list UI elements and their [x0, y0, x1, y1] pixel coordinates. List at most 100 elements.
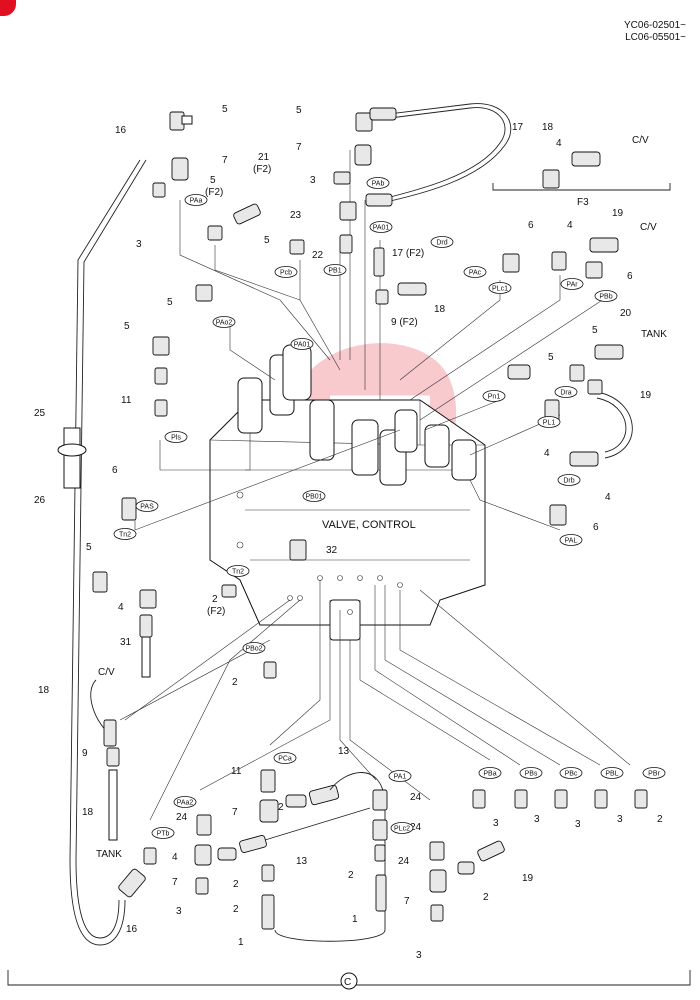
part-label: 2: [212, 594, 218, 605]
part-label: 24: [410, 822, 422, 833]
port-tag-code: Dra: [560, 390, 571, 397]
part-label: 21: [258, 152, 270, 163]
f2-tag: (F2): [253, 164, 271, 175]
part-label: 18: [38, 685, 50, 696]
part-label: 5: [124, 321, 130, 332]
port-tag-oval: [557, 474, 581, 486]
part-label: 4: [118, 602, 124, 613]
model-header: YC06-02501~ LC06-05501~: [624, 20, 686, 44]
part-label: 3: [493, 818, 499, 829]
port-tag-oval: [369, 221, 393, 233]
port-tag-code: PAc: [469, 270, 482, 277]
part-label: 32: [326, 545, 338, 556]
port-tag-oval: [390, 822, 414, 834]
part-label: 19: [640, 390, 652, 401]
part-label: 2: [232, 677, 238, 688]
port-tag-code: PBs: [525, 771, 538, 778]
part-label: 25: [34, 408, 46, 419]
port-tag-code: PLc1: [492, 286, 508, 293]
port-tag-code: PLc2: [394, 826, 410, 833]
port-tag-oval: [482, 390, 506, 402]
part-label: 16: [115, 125, 127, 136]
part-label: 7: [172, 877, 178, 888]
port-tag-code: PBr: [648, 771, 660, 778]
part-label: 20: [620, 308, 632, 319]
port-tag-oval: [430, 236, 454, 248]
port-tag-oval: [366, 177, 390, 189]
port-tag-code: PB01: [305, 494, 322, 501]
part-label: 3: [176, 906, 182, 917]
part-label: 3: [617, 814, 623, 825]
part-label: 2: [657, 814, 663, 825]
part-label: 3: [534, 814, 540, 825]
port-tag-code: Tn2: [119, 532, 131, 539]
port-tag-oval: [488, 282, 512, 294]
part-label: 5: [548, 352, 554, 363]
part-label: 1: [352, 914, 358, 925]
part-label: 3: [416, 950, 422, 961]
port-tag-code: PAL: [565, 538, 578, 545]
port-tag-oval: [274, 266, 298, 278]
part-label: 4: [556, 138, 562, 149]
part-label: 18: [434, 304, 446, 315]
part-label: 24: [398, 856, 410, 867]
part-label: 16: [126, 924, 138, 935]
part-label: 7: [296, 142, 302, 153]
port-tag-code: Pls: [171, 435, 181, 442]
part-label: 1: [238, 937, 244, 948]
part-label: 24: [176, 812, 188, 823]
part-label: 7: [232, 807, 238, 818]
part-label: 19: [522, 873, 534, 884]
part-label: 5: [592, 325, 598, 336]
part-label: 22: [312, 250, 324, 261]
fittings: [57, 107, 648, 942]
part-label: 18: [542, 122, 554, 133]
f3-label: F3: [577, 197, 589, 208]
port-tag-code: Tn2: [232, 569, 244, 576]
part-label: 3: [575, 819, 581, 830]
part-label: 5: [264, 235, 270, 246]
part-number-labels: 5 16 7 21 (F2) 5 (F2) 3 5 7 3 23 5 22 17…: [34, 104, 667, 961]
port-tag-code: PAo2: [216, 320, 233, 327]
part-label: 5: [210, 175, 216, 186]
part-label: 11: [231, 766, 242, 777]
hose-14: [69, 159, 141, 946]
part-label: 17 (F2): [392, 248, 424, 259]
port-tag-code: Pn1: [488, 394, 501, 401]
port-tag-oval: [478, 767, 502, 779]
part-label: 3: [310, 175, 316, 186]
port-tag-code: PAS: [140, 504, 154, 511]
port-tag-oval: [388, 770, 412, 782]
port-tag-code: PAr: [566, 282, 578, 289]
port-tag-code: PB1: [328, 268, 341, 275]
part-label: 6: [112, 465, 118, 476]
part-label: 13: [338, 746, 350, 757]
cv-label: C/V: [632, 135, 649, 146]
part-label: 2: [233, 879, 239, 890]
cv-label: C/V: [98, 667, 115, 678]
port-tag-oval: [302, 490, 326, 502]
part-label: 26: [34, 495, 46, 506]
port-tag-oval: [642, 767, 666, 779]
port-tag-oval: [537, 416, 561, 428]
part-label: 5: [86, 542, 92, 553]
port-tag-oval: [323, 264, 347, 276]
part-label: 7: [222, 155, 228, 166]
port-tag-oval: [273, 752, 297, 764]
part-label: 9 (F2): [391, 317, 418, 328]
hose-15: [371, 103, 512, 206]
hose-17: [596, 391, 633, 459]
model-line-1: YC06-02501~: [624, 20, 686, 31]
port-tag-code: PBc: [565, 771, 578, 778]
port-tag-oval: [463, 266, 487, 278]
port-tag-oval: [184, 194, 208, 206]
part-label: 2: [483, 892, 489, 903]
port-tag-code: PL1: [543, 420, 556, 427]
part-label: 5: [222, 104, 228, 115]
port-tag-code: PTb: [157, 831, 170, 838]
part-label: 17: [512, 122, 524, 133]
port-tag-code: PA01: [294, 342, 311, 349]
part-label: 9: [82, 748, 88, 759]
part-label: 4: [172, 852, 178, 863]
